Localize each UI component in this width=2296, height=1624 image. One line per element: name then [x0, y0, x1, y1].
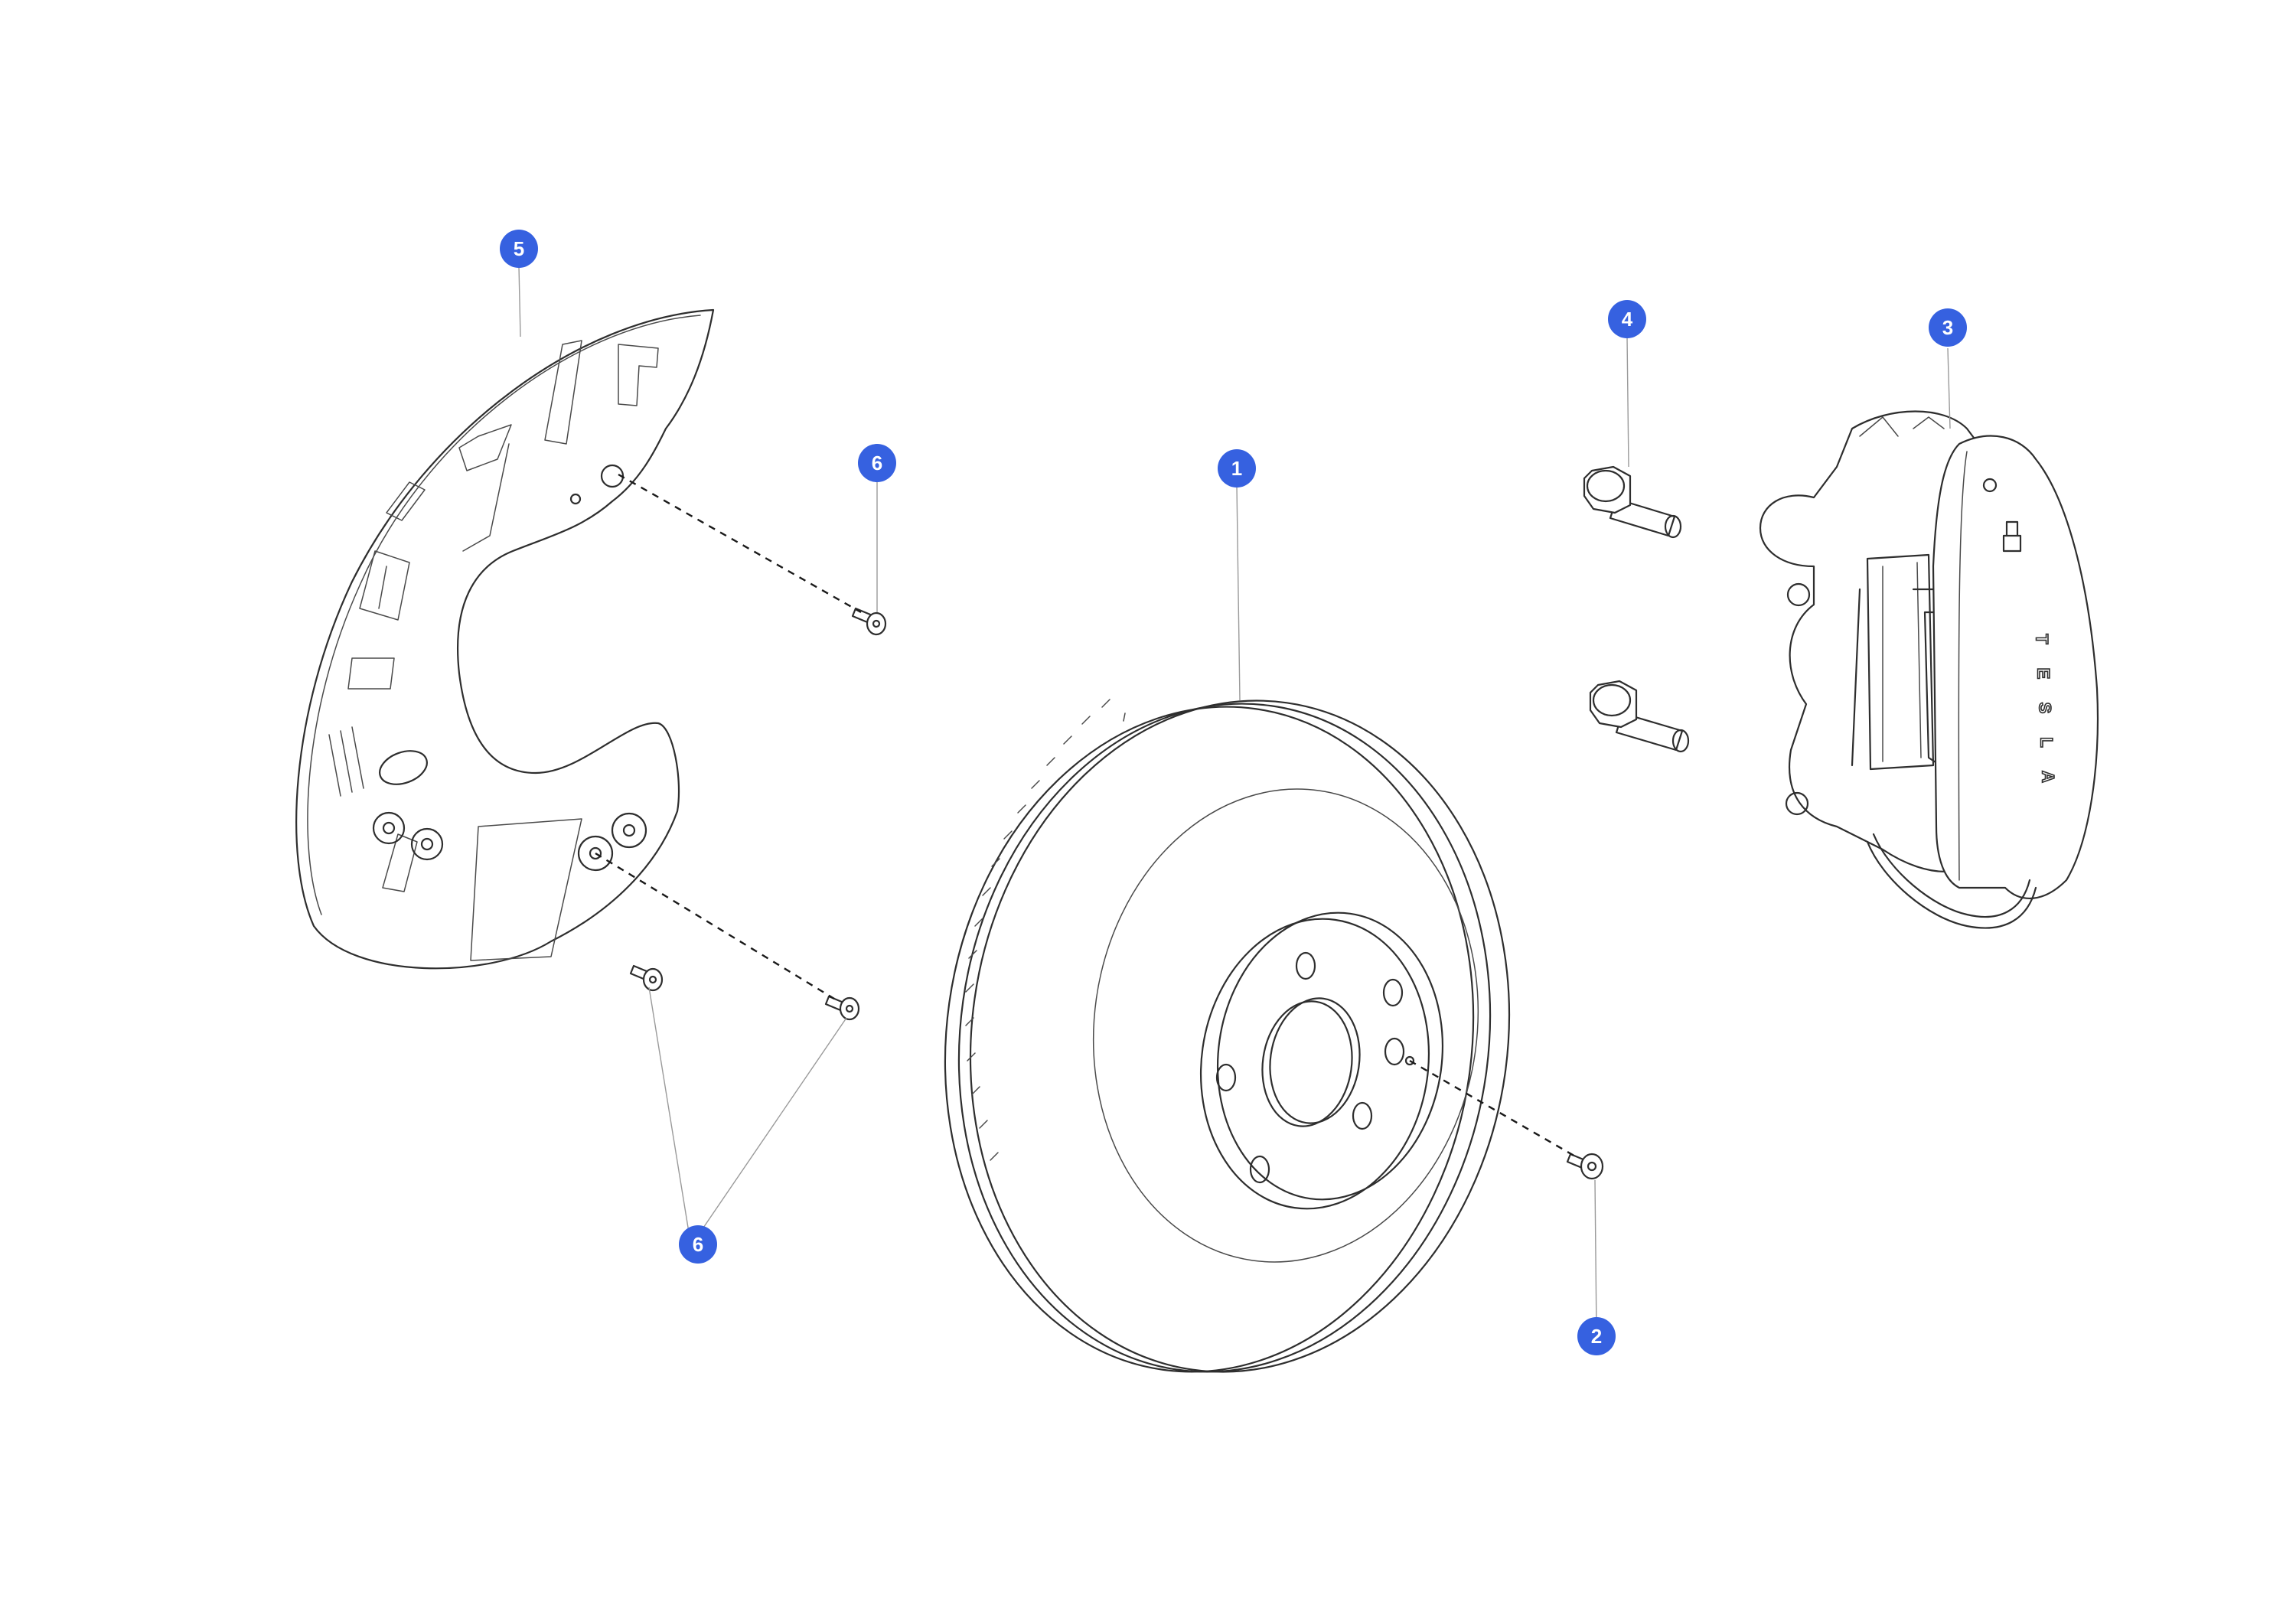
shield-bolt-lower-right	[824, 995, 860, 1021]
dust-shield-mounting-holes	[372, 464, 647, 872]
callout-caliper-bolts: 4	[1608, 300, 1646, 338]
callout-badge	[1577, 1317, 1616, 1355]
assembly-lines	[595, 473, 1577, 1159]
callout-badge	[679, 1225, 717, 1264]
callout-rotor-bolt: 2	[1577, 1317, 1616, 1355]
callout-badge	[1608, 300, 1646, 338]
rotor-set-screw-hole	[1404, 1055, 1415, 1066]
shield-bolt-lower-left	[629, 964, 664, 992]
rotor-lug-holes	[1215, 951, 1405, 1184]
caliper-branding-letter: E	[2034, 668, 2053, 680]
rotor-vent-ribs	[965, 699, 1126, 1161]
leader-lines	[518, 266, 1951, 1332]
callout-rotor: 1	[1218, 449, 1256, 488]
caliper-branding-letter: T	[2033, 634, 2052, 644]
dust-shield	[295, 308, 715, 970]
callout-number: 1	[1231, 457, 1242, 480]
caliper-branding-letter: L	[2037, 737, 2056, 747]
callout-badge	[1218, 449, 1256, 488]
callout-number: 6	[693, 1233, 703, 1256]
caliper-bolt-lower	[1589, 680, 1690, 753]
dust-shield-stamped-lettering	[328, 340, 659, 961]
callout-badge	[858, 444, 896, 482]
callout-badge	[1929, 308, 1967, 347]
caliper-branding: T E S L A	[2032, 633, 2059, 783]
callout-number: 6	[872, 452, 882, 474]
callout-shield-bolts-lower: 6	[679, 1225, 717, 1264]
callout-dust-shield: 5	[500, 230, 538, 268]
callout-number: 2	[1591, 1325, 1602, 1348]
callout-number: 4	[1622, 308, 1633, 331]
brake-caliper: T E S L A	[1759, 410, 2099, 929]
shield-bolt-upper	[851, 607, 887, 636]
rotor-set-screw	[1566, 1153, 1604, 1180]
callout-badge	[500, 230, 538, 268]
callout-number: 3	[1942, 316, 1953, 339]
brake-rotor	[944, 699, 1511, 1373]
caliper-bolt-upper	[1583, 465, 1682, 539]
callout-shield-bolt-upper: 6	[858, 444, 896, 482]
callout-number: 5	[514, 237, 524, 260]
callout-caliper: 3	[1929, 308, 1967, 347]
dust-shield-slot	[379, 750, 428, 785]
caliper-branding-letter: S	[2036, 703, 2055, 714]
caliper-branding-letter: A	[2039, 771, 2058, 783]
